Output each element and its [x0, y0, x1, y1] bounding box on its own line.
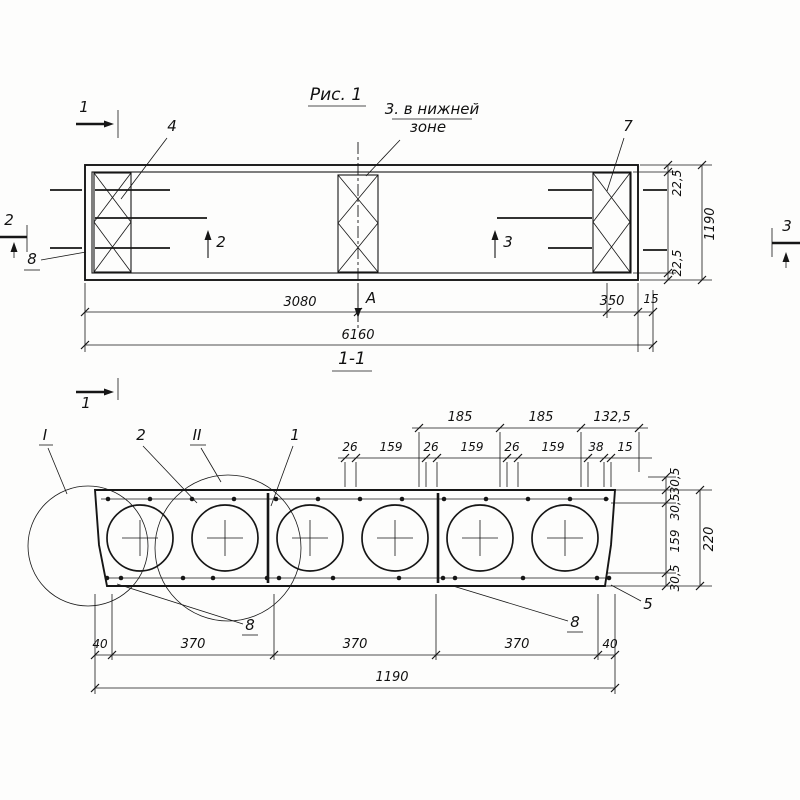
dim-1190-section: 1190 [375, 670, 408, 685]
callout-8-right-label: 8 [570, 613, 580, 631]
section-dimensions-right: 30,5 30,5 159 30,5 220 [605, 468, 717, 592]
section-stirrups [266, 493, 440, 583]
callout-5-label: 5 [643, 595, 653, 613]
detail-II-label: II [193, 426, 202, 444]
section-title: 1-1 [338, 349, 366, 369]
section-callout-2: 2 [136, 426, 198, 504]
dim-26-c: 26 [504, 440, 520, 454]
section-bottom-rebar [104, 575, 612, 581]
dim-15-section: 15 [617, 440, 632, 454]
dim-159-b: 159 [461, 440, 484, 454]
dim-40-left: 40 [92, 637, 108, 651]
plan-section-mark-1-top: 1 [76, 98, 119, 138]
plan-anchor-block-left [93, 172, 132, 273]
dim-30-5-b: 30,5 [668, 494, 682, 521]
axis-label-A: А [365, 289, 376, 307]
dim-30-5-c: 30,5 [668, 565, 682, 592]
dim-22-5-bottom: 22,5 [670, 250, 684, 277]
plan-rebar-lines [50, 189, 667, 251]
section-dimensions-bottom: 40 370 370 370 40 1190 [90, 594, 620, 694]
callout-7-label: 7 [623, 117, 633, 135]
dim-6160: 6160 [341, 328, 374, 343]
dim-159-c: 159 [542, 440, 565, 454]
plan-section-mark-2-left: 2 [0, 211, 28, 258]
section-mark-1-top-label: 1 [79, 98, 89, 116]
dim-22-5-top: 22,5 [670, 170, 684, 197]
section-dimensions-top: 185 185 132,5 26 159 26 159 26 159 38 15 [338, 410, 652, 487]
callout-8-label: 8 [27, 250, 37, 268]
plan-callout-8: 8 [24, 250, 87, 271]
plan-anchor-block-right [592, 172, 631, 273]
section-callout-8-left: 8 [116, 583, 258, 636]
dim-38: 38 [588, 440, 604, 454]
plan-note-leader [365, 139, 401, 177]
dim-370-c: 370 [505, 637, 530, 652]
callout-8-left-label: 8 [245, 616, 255, 634]
dim-185-b: 185 [529, 410, 554, 425]
plan-section-mark-3-right: 3 [771, 217, 800, 268]
dim-370-b: 370 [343, 637, 368, 652]
section-mark-1-bottom-label: 1 [81, 394, 91, 412]
section-top-rebar [101, 496, 609, 502]
plan-section-mark-1-bottom: 1 [76, 378, 119, 412]
dim-370-a: 370 [181, 637, 206, 652]
section-voids [106, 504, 599, 572]
section-mark-3-right-label: 3 [782, 217, 792, 235]
section-callout-5: 5 [610, 584, 653, 613]
section-view: I 2 II 1 5 8 8 [27, 410, 717, 694]
plan-slab-outline [84, 164, 639, 281]
section-callout-8-right: 8 [452, 585, 583, 633]
section-mark-3-mid-label: 3 [503, 233, 513, 251]
callout-4-label: 4 [167, 117, 177, 135]
plan-dimensions-right: 22,5 1190 22,5 [633, 160, 718, 285]
dim-159-a: 159 [380, 440, 403, 454]
dim-30-5-a: 30,5 [668, 468, 682, 495]
section-callout-II: II [190, 426, 222, 483]
dim-1190-plan: 1190 [703, 207, 718, 240]
plan-view: Рис. 1 3. в нижней зоне [0, 85, 800, 412]
plan-section-mark-2-mid: 2 [204, 230, 226, 258]
plan-section-mark-3-mid: 3 [491, 230, 513, 258]
dim-26-a: 26 [342, 440, 358, 454]
dim-40-right: 40 [602, 637, 618, 651]
detail-circle-II [154, 474, 302, 622]
plan-callout-4: 4 [120, 117, 177, 200]
dim-132-5: 132,5 [593, 410, 630, 425]
plan-dimensions-bottom: 3080 350 15 А 6160 [80, 283, 659, 352]
figure-title: Рис. 1 [310, 85, 362, 105]
dim-3080: 3080 [283, 295, 316, 310]
dim-220: 220 [702, 527, 717, 552]
section-callout-I: I [39, 426, 68, 495]
dim-185-a: 185 [448, 410, 473, 425]
dim-159-right: 159 [668, 530, 682, 553]
plan-note-line2: зоне [410, 118, 446, 136]
dim-350: 350 [600, 294, 625, 309]
section-mark-2-left-label: 2 [4, 211, 14, 229]
section-mark-2-mid-label: 2 [216, 233, 226, 251]
section-callout-1: 1 [270, 426, 300, 507]
plan-callout-7: 7 [606, 117, 633, 192]
dim-15: 15 [643, 292, 658, 306]
detail-circle-I [27, 485, 149, 607]
callout-2-label: 2 [136, 426, 146, 444]
plan-note-line1: 3. в нижней [385, 100, 480, 118]
detail-I-label: I [43, 426, 48, 444]
callout-1-label: 1 [290, 426, 300, 444]
dim-26-b: 26 [423, 440, 439, 454]
